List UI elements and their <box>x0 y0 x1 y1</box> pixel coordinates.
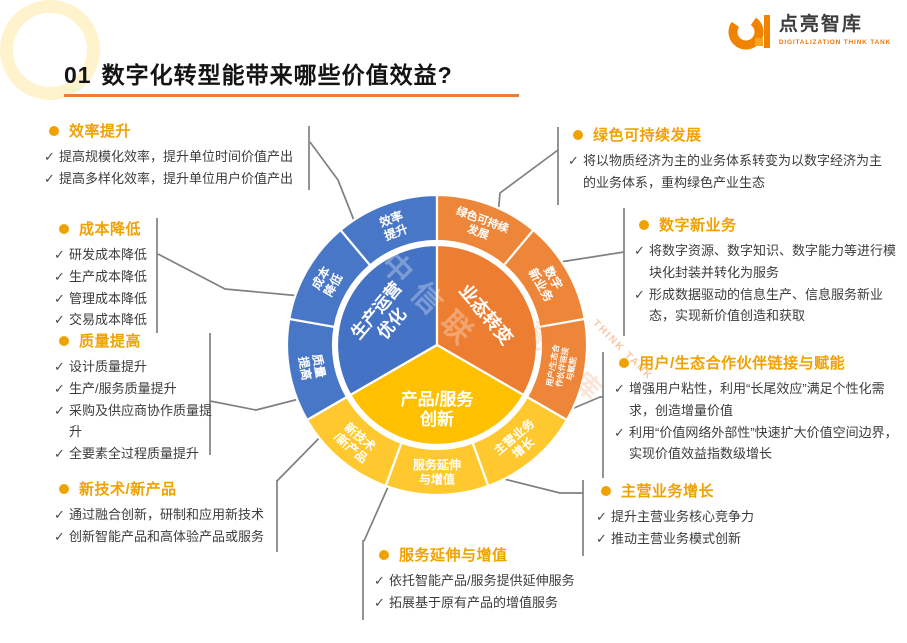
bullet-icon <box>601 485 611 496</box>
bullet-icon <box>59 335 69 346</box>
leader-service <box>363 477 393 542</box>
list-item: ✓管理成本降低 <box>54 288 184 310</box>
donut-chart: 质量提高成本降低效率提升绿色可持续发展数字新业务用户/生态合作伙伴链接与赋能主营… <box>285 193 589 497</box>
check-icon: ✓ <box>44 149 55 164</box>
check-icon: ✓ <box>54 290 65 306</box>
check-icon: ✓ <box>54 402 65 418</box>
callout-title: 用户/生态合作伙伴链接与赋能 <box>639 355 846 372</box>
check-icon: ✓ <box>374 573 385 588</box>
check-icon: ✓ <box>634 243 645 258</box>
brand-logo-icon <box>728 14 770 50</box>
title-underline <box>64 94 519 97</box>
inner-segment-business-transform <box>435 243 539 397</box>
check-icon: ✓ <box>614 381 625 396</box>
callout-cost: 成本降低 ✓研发成本降低 ✓生产成本降低 ✓管理成本降低 ✓交易成本降低 <box>54 218 184 331</box>
callout-title: 新技术/新产品 <box>79 481 177 498</box>
check-icon: ✓ <box>54 312 65 328</box>
callout-quality: 质量提高 ✓设计质量提升 ✓生产/服务质量提升 ✓采购及供应商协作质量提升 ✓全… <box>54 330 222 465</box>
list-item: ✓采购及供应商协作质量提升 <box>54 400 222 444</box>
check-icon: ✓ <box>54 380 65 396</box>
page-title-text: 数字化转型能带来哪些价值效益? <box>101 62 453 88</box>
check-icon: ✓ <box>54 528 65 544</box>
check-icon: ✓ <box>634 286 645 302</box>
bullet-icon <box>59 223 69 234</box>
leader-digital <box>559 251 625 263</box>
ring-segment-quality-label: 质量提高 <box>296 353 329 382</box>
check-icon: ✓ <box>374 594 385 610</box>
check-icon: ✓ <box>54 268 65 284</box>
bullet-icon <box>573 129 583 140</box>
check-icon: ✓ <box>568 153 579 168</box>
brand-name: 点亮智库 <box>778 14 863 36</box>
page-title: 01 数字化转型能带来哪些价值效益? <box>64 56 453 90</box>
list-item: ✓研发成本降低 <box>54 244 184 266</box>
list-item: ✓交易成本降低 <box>54 309 184 331</box>
callout-digital: 数字新业务 ✓将数字资源、数字知识、数字能力等进行模块化封装并转化为服务 ✓形成… <box>634 214 898 327</box>
bullet-icon <box>619 357 629 368</box>
section-number: 01 <box>64 62 92 88</box>
list-item: ✓创新智能产品和高体验产品或服务 <box>54 526 300 548</box>
list-item: ✓推动主营业务模式创新 <box>596 528 826 550</box>
check-icon: ✓ <box>54 359 65 374</box>
callout-title: 成本降低 <box>79 221 142 238</box>
list-item: ✓生产/服务质量提升 <box>54 378 222 400</box>
brand-logo: 点亮智库 DIGITALIZATION THINK TANK <box>725 8 891 54</box>
leader-cost <box>157 253 302 297</box>
list-item: ✓将以物质经济为主的业务体系转变为以数字经济为主的业务体系，重构绿色产业生态 <box>568 150 882 194</box>
callout-service: 服务延伸与增值 ✓依托智能产品/服务提供延伸服务 ✓拓展基于原有产品的增值服务 <box>374 544 630 614</box>
list-item: ✓增强用户粘性，利用“长尾效应”满足个性化需求，创造增量价值 <box>614 378 906 422</box>
bullet-icon <box>49 125 59 136</box>
bullet-icon <box>379 549 389 560</box>
inner-segment-product-service-innovation <box>349 343 525 447</box>
callout-title: 服务延伸与增值 <box>399 547 508 564</box>
list-item: ✓利用“价值网络外部性”快速扩大价值空间边界，实现价值效益指数级增长 <box>614 422 906 466</box>
ring-segment-new-tech <box>306 395 403 488</box>
check-icon: ✓ <box>54 446 65 462</box>
callout-green: 绿色可持续发展 ✓将以物质经济为主的业务体系转变为以数字经济为主的业务体系，重构… <box>568 124 882 194</box>
check-icon: ✓ <box>54 247 65 262</box>
check-icon: ✓ <box>44 170 55 186</box>
list-item: ✓设计质量提升 <box>54 356 222 378</box>
leader-efficiency <box>309 141 358 229</box>
brand-subtitle: DIGITALIZATION THINK TANK <box>778 39 891 47</box>
inner-segment-product-service-innovation-label: 产品/服务创新 <box>401 389 475 429</box>
callout-newtech: 新技术/新产品 ✓通过融合创新，研制和应用新技术 ✓创新智能产品和高体验产品或服… <box>54 478 300 548</box>
callout-title: 主营业务增长 <box>621 483 715 500</box>
list-item: ✓通过融合创新，研制和应用新技术 <box>54 504 300 526</box>
callout-title: 效率提升 <box>69 123 132 140</box>
list-item: ✓将数字资源、数字知识、数字能力等进行模块化封装并转化为服务 <box>634 240 898 284</box>
leader-quality <box>209 397 304 411</box>
check-icon: ✓ <box>596 509 607 524</box>
check-icon: ✓ <box>614 424 625 440</box>
callout-title: 绿色可持续发展 <box>593 127 702 144</box>
list-item: ✓提升主营业务核心竞争力 <box>596 506 826 528</box>
list-item: ✓提高规模化效率，提升单位时间价值产出 <box>44 146 326 168</box>
inner-segment-production-operation <box>335 243 439 397</box>
ring-segment-service-extension-label: 服务延伸与增值 <box>413 457 461 486</box>
list-item: ✓形成数据驱动的信息生产、信息服务新业态，实现新价值创造和获取 <box>634 284 898 328</box>
callout-efficiency: 效率提升 ✓提高规模化效率，提升单位时间价值产出 ✓提高多样化效率，提升单位用户… <box>44 120 326 190</box>
bullet-icon <box>639 219 649 230</box>
bullet-icon <box>59 483 69 494</box>
check-icon: ✓ <box>596 530 607 546</box>
check-icon: ✓ <box>54 507 65 522</box>
list-item: ✓依托智能产品/服务提供延伸服务 <box>374 570 630 592</box>
list-item: ✓全要素全过程质量提升 <box>54 443 222 465</box>
list-item: ✓拓展基于原有产品的增值服务 <box>374 592 630 614</box>
list-item: ✓生产成本降低 <box>54 266 184 288</box>
callout-title: 数字新业务 <box>659 217 737 234</box>
callout-user: 用户/生态合作伙伴链接与赋能 ✓增强用户粘性，利用“长尾效应”满足个性化需求，创… <box>614 352 906 465</box>
list-item: ✓提高多样化效率，提升单位用户价值产出 <box>44 168 326 190</box>
callout-main: 主营业务增长 ✓提升主营业务核心竞争力 ✓推动主营业务模式创新 <box>596 480 826 550</box>
callout-title: 质量提高 <box>79 333 142 350</box>
ring-segment-user-label: 用户/生态合作伙伴链接与赋能 <box>544 343 580 392</box>
